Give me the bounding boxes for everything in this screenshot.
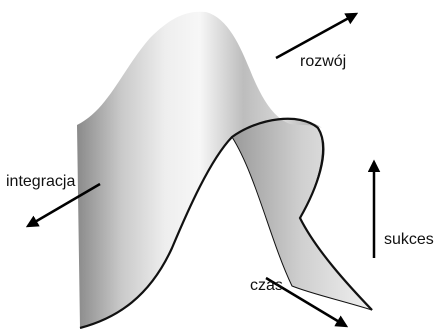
integration-label: integracja: [6, 173, 75, 190]
success-label: sukces: [384, 231, 434, 248]
surface-lower-edge: [79, 117, 373, 329]
surface-front-face: [77, 11, 322, 329]
development-arrow: [275, 12, 359, 60]
time-arrow: [265, 276, 349, 328]
time-label: czas: [250, 277, 283, 294]
integration-arrow: [25, 182, 101, 228]
development-label: rozwój: [300, 53, 346, 70]
